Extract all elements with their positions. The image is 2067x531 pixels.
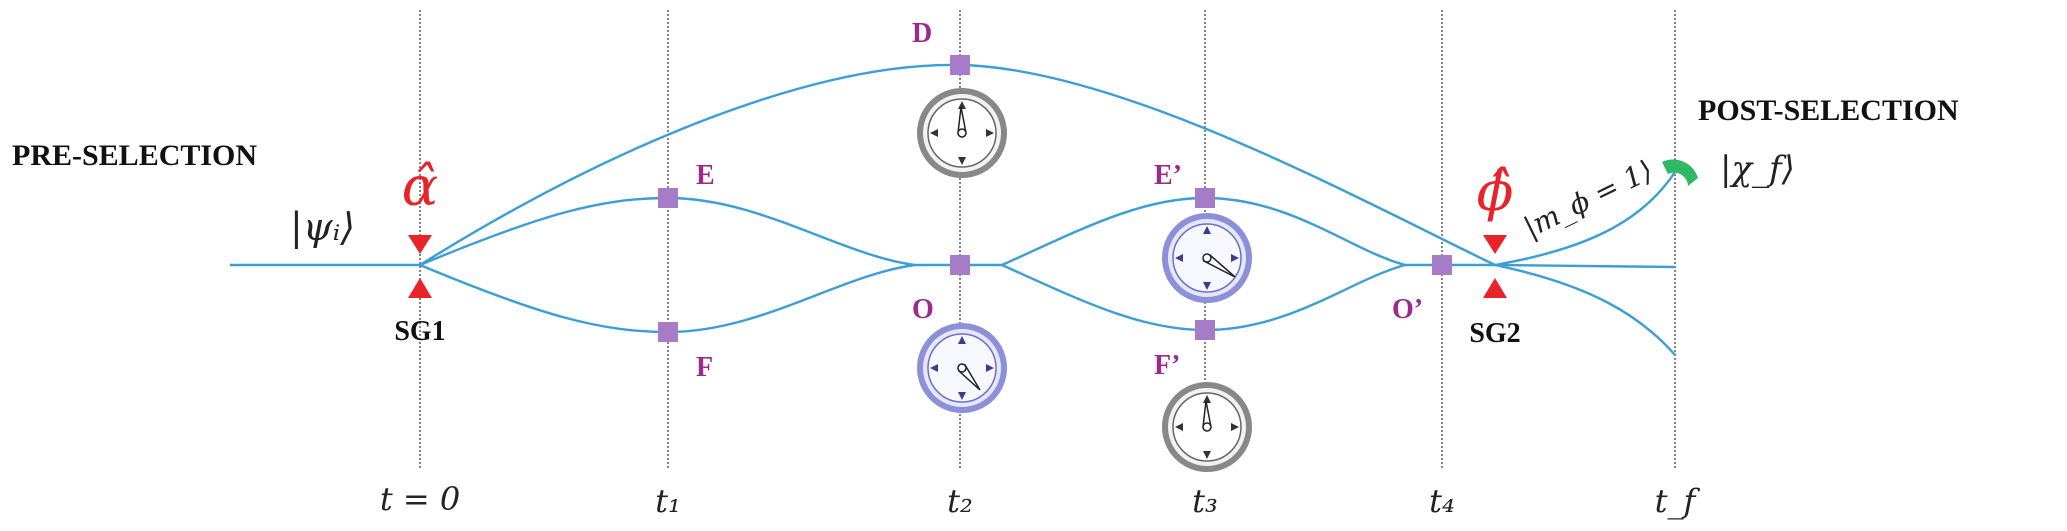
output-up xyxy=(1494,171,1677,267)
node-O xyxy=(950,255,970,275)
sg1-top-magnet-icon xyxy=(408,235,432,254)
node-D xyxy=(950,55,970,75)
psi-i-ket: |ψᵢ⟩ xyxy=(290,205,355,249)
sg-labels: SG1 SG2 xyxy=(394,316,1520,349)
operators: α̂ ϕ̂ xyxy=(402,155,1514,223)
pre-selection-heading: PRE-SELECTION xyxy=(12,139,257,172)
sg1-label: SG1 xyxy=(394,316,445,347)
node-E-prime xyxy=(1195,188,1215,208)
phi-hat-operator: ϕ̂ xyxy=(1477,160,1514,223)
node-O-prime xyxy=(1432,255,1452,275)
output-middle xyxy=(1494,263,1676,269)
alpha-hat-operator: α̂ xyxy=(402,155,438,218)
nodes xyxy=(658,55,1452,342)
sg2-bottom-magnet-icon xyxy=(1483,278,1507,298)
clock-icon xyxy=(917,323,1007,413)
magnets xyxy=(408,235,1507,298)
label-E-prime: E’ xyxy=(1154,160,1182,191)
sg1-bottom-magnet-icon xyxy=(408,278,432,298)
post-selection-heading: POST-SELECTION xyxy=(1698,94,1959,127)
clock-icon xyxy=(1162,382,1252,472)
label-O: O xyxy=(912,294,934,325)
time-lines xyxy=(419,10,1676,470)
output-down xyxy=(1494,263,1676,356)
selection-headings: PRE-SELECTION POST-SELECTION xyxy=(12,94,1959,172)
time-labels: t = 0 t₁ t₂ t₃ t₄ t_f xyxy=(380,480,1701,520)
label-O-prime: O’ xyxy=(1392,294,1423,325)
detector-icon xyxy=(1662,159,1698,186)
sg2-top-magnet-icon xyxy=(1483,235,1507,254)
time-label-t4: t₄ xyxy=(1429,482,1455,520)
label-F: F xyxy=(696,352,713,383)
time-label-t0: t = 0 xyxy=(380,480,460,518)
sg2-label: SG2 xyxy=(1469,318,1520,349)
chi-f-ket: |χ_f⟩ xyxy=(1720,149,1795,189)
node-labels: D E F O E’ F’ O’ xyxy=(696,18,1423,383)
time-label-t3: t₃ xyxy=(1192,482,1218,520)
clock-icon xyxy=(1162,213,1252,303)
node-F-prime xyxy=(1195,320,1215,340)
label-F-prime: F’ xyxy=(1154,350,1180,381)
node-E xyxy=(658,188,678,208)
time-label-tf: t_f xyxy=(1655,482,1701,520)
node-F xyxy=(658,322,678,342)
time-label-t2: t₂ xyxy=(947,482,973,520)
label-D: D xyxy=(912,18,932,49)
m-phi-ket: |m_ϕ = 1⟩ xyxy=(1519,154,1658,245)
clock-icon xyxy=(917,88,1007,178)
label-E: E xyxy=(696,160,715,191)
time-label-t1: t₁ xyxy=(655,482,681,520)
